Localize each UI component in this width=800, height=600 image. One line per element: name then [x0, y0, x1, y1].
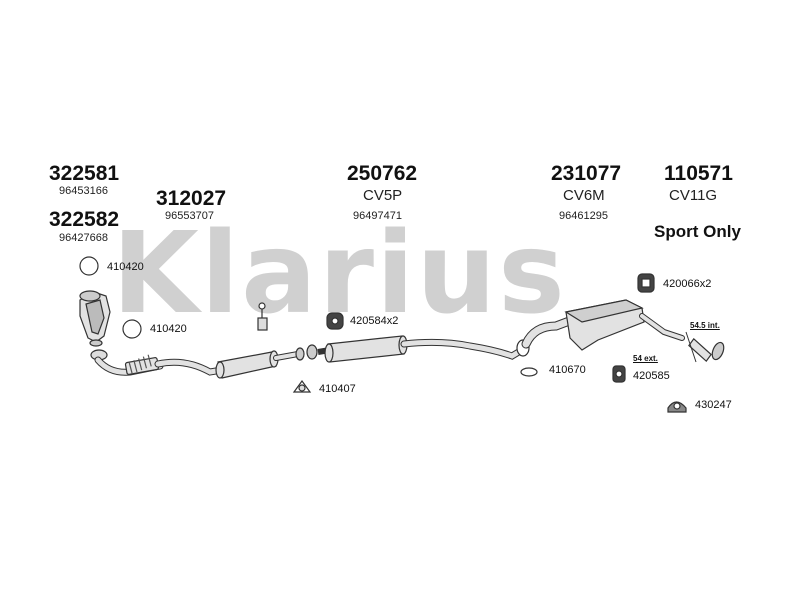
fitting-label-420066x2: 420066x2	[663, 278, 712, 290]
middle-silencer-icon	[324, 335, 408, 363]
dimension-internal-label: 54.5 int.	[690, 321, 720, 330]
fitting-label-420585: 420585	[633, 370, 670, 382]
tailpipe-icon	[688, 337, 725, 363]
oe-number-96461295: 96461295	[559, 210, 608, 222]
oval-gasket-icon	[520, 367, 538, 377]
part-number-110571: 110571	[664, 162, 733, 185]
rear-silencer-icon	[564, 299, 645, 351]
center-silencer-icon	[215, 350, 279, 379]
sensor-clamp-icon	[257, 302, 268, 331]
fitting-label-410420-bottom: 410420	[150, 323, 187, 335]
dimension-external-label: 54 ext.	[633, 354, 658, 363]
oe-number-96453166: 96453166	[59, 185, 108, 197]
oe-number-96553707: 96553707	[165, 210, 214, 222]
fitting-label-410670: 410670	[549, 364, 586, 376]
gasket-ring-icon	[79, 256, 99, 276]
model-code-cv6m: CV6M	[563, 187, 605, 204]
part-number-322582: 322582	[49, 208, 120, 231]
rubber-mount-icon	[326, 312, 344, 330]
fitting-label-420584x2: 420584x2	[350, 315, 399, 327]
oe-number-96497471: 96497471	[353, 210, 402, 222]
oe-number-96427668: 96427668	[59, 232, 108, 244]
watermark-logo: Klarius	[112, 209, 567, 339]
fitting-label-430247: 430247	[695, 399, 732, 411]
pipe-clamp-icon	[295, 347, 305, 361]
fitting-label-410407: 410407	[319, 383, 356, 395]
gasket-ring-icon	[122, 319, 142, 339]
sport-only-label: Sport Only	[654, 222, 741, 241]
fitting-label-410420-top: 410420	[107, 261, 144, 273]
part-number-250762: 250762	[347, 162, 418, 185]
model-code-cv11g: CV11G	[669, 187, 718, 204]
pipe-clamp-icon	[306, 344, 318, 360]
flexi-pipe-icon	[124, 354, 160, 375]
part-number-312027: 312027	[156, 187, 227, 210]
catalytic-converter-icon	[79, 290, 111, 347]
dimension-line-icon	[685, 331, 697, 363]
model-code-cv5p: CV5P	[363, 187, 403, 204]
exhaust-hanger-icon	[612, 365, 626, 383]
rubber-hanger-icon	[637, 273, 655, 293]
exhaust-clamp-icon	[667, 401, 687, 413]
part-number-231077: 231077	[551, 162, 622, 185]
part-number-322581: 322581	[49, 162, 120, 185]
